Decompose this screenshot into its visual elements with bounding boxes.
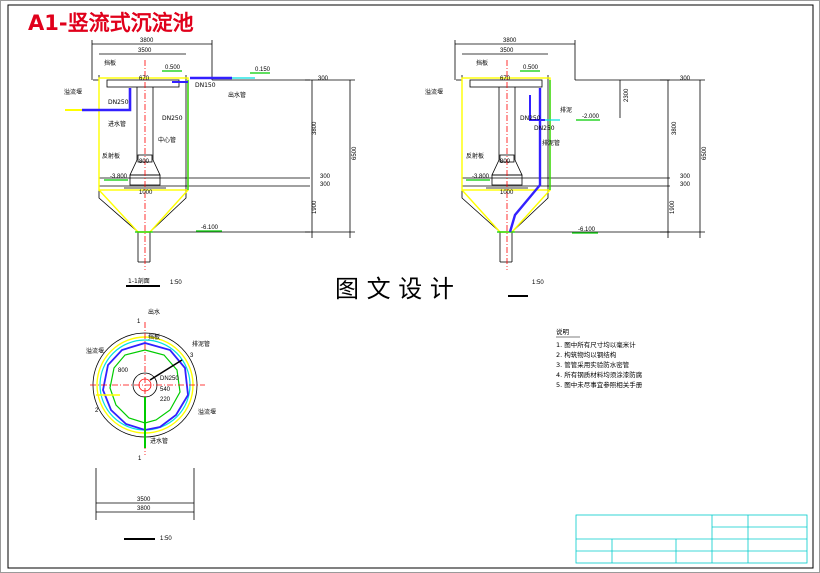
svg-text:300: 300: [320, 174, 331, 180]
svg-text:进水管: 进水管: [150, 437, 168, 445]
section-left: [91, 40, 355, 263]
plan-labels: 出水 挡板 排泥管 溢流堰 800 DN250 540 220 溢流堰 进水管 …: [86, 308, 216, 512]
svg-text:3800: 3800: [140, 38, 154, 44]
svg-text:0.500: 0.500: [165, 65, 181, 71]
svg-text:溢流堰: 溢流堰: [198, 408, 216, 416]
svg-text:1-1剖面: 1-1剖面: [128, 277, 150, 285]
svg-text:反射板: 反射板: [102, 152, 120, 160]
svg-text:-2.000: -2.000: [582, 114, 600, 120]
svg-text:-3.800: -3.800: [472, 174, 490, 180]
svg-text:3500: 3500: [137, 497, 151, 503]
design-text: 图 文 设 计: [335, 275, 454, 303]
svg-text:1: 1: [137, 319, 141, 325]
svg-text:溢流堰: 溢流堰: [64, 88, 82, 96]
svg-text:800: 800: [118, 368, 129, 374]
caption-left: 1-1剖面 1:50: [126, 277, 182, 287]
svg-text:-6.100: -6.100: [578, 227, 596, 233]
note-item: 2. 构筑物均以钢结构: [556, 350, 617, 359]
svg-text:3500: 3500: [500, 48, 514, 54]
svg-text:3500: 3500: [138, 48, 152, 54]
svg-text:670: 670: [500, 76, 511, 82]
svg-text:300: 300: [680, 174, 691, 180]
section-left-labels: 挡板 溢流堰 进水管 出水管 中心管 反射板 DN250 DN250 DN150…: [64, 38, 358, 232]
notes-block: 说明 1. 图中所有尺寸均以毫米计 2. 构筑物均以钢结构 3. 管管采用实验防…: [556, 327, 643, 389]
svg-text:1:50: 1:50: [160, 536, 172, 542]
svg-text:1:50: 1:50: [170, 280, 182, 286]
svg-text:DN250: DN250: [160, 376, 179, 382]
note-item: 5. 图中未尽事宜参照相关手册: [556, 380, 643, 389]
svg-text:2: 2: [95, 408, 99, 414]
svg-text:出水管: 出水管: [228, 91, 246, 99]
svg-text:1: 1: [138, 456, 142, 462]
svg-text:进水管: 进水管: [108, 120, 126, 128]
svg-text:挡板: 挡板: [148, 333, 160, 341]
svg-text:800: 800: [139, 159, 150, 165]
svg-text:300: 300: [680, 182, 691, 188]
svg-text:3: 3: [190, 353, 194, 359]
svg-text:0.500: 0.500: [523, 65, 539, 71]
svg-text:1000: 1000: [500, 190, 514, 196]
svg-text:-6.100: -6.100: [201, 225, 219, 231]
note-item: 3. 管管采用实验防水密管: [556, 360, 630, 369]
svg-text:中心管: 中心管: [158, 136, 176, 144]
svg-text:1900: 1900: [670, 200, 676, 214]
svg-text:排泥: 排泥: [560, 106, 572, 114]
svg-text:DN250: DN250: [108, 99, 129, 106]
svg-text:6500: 6500: [352, 146, 358, 160]
svg-text:3800: 3800: [312, 121, 318, 135]
inlet-pipe-left: [82, 88, 132, 112]
svg-text:300: 300: [320, 182, 331, 188]
section-right-labels: 挡板 溢流堰 排泥 排泥管 反射板 DN250 DN250 0.500 -2.0…: [425, 38, 708, 234]
svg-text:挡板: 挡板: [104, 59, 116, 67]
svg-text:溢流堰: 溢流堰: [425, 88, 443, 96]
svg-text:排泥管: 排泥管: [192, 340, 210, 348]
note-item: 4. 所有钢质材料均须涂漆防腐: [556, 370, 643, 379]
svg-text:540: 540: [160, 387, 171, 393]
svg-text:DN250: DN250: [162, 115, 183, 122]
svg-text:800: 800: [500, 159, 511, 165]
svg-text:6500: 6500: [702, 146, 708, 160]
plan-view: [90, 322, 205, 520]
svg-text:2300: 2300: [624, 88, 630, 102]
svg-text:反射板: 反射板: [466, 152, 484, 160]
svg-text:溢流堰: 溢流堰: [86, 347, 104, 355]
svg-text:3800: 3800: [137, 506, 151, 512]
sheet-border: [7, 4, 814, 569]
svg-text:DN150: DN150: [195, 82, 216, 89]
svg-text:1000: 1000: [139, 190, 153, 196]
svg-text:排泥管: 排泥管: [542, 139, 560, 147]
svg-text:1:50: 1:50: [532, 280, 544, 286]
svg-text:-3.800: -3.800: [110, 174, 128, 180]
svg-text:1900: 1900: [312, 200, 318, 214]
svg-text:挡板: 挡板: [476, 59, 488, 67]
title-block: [575, 514, 808, 564]
svg-text:3800: 3800: [672, 121, 678, 135]
caption-plan: 1:50: [124, 536, 172, 542]
svg-text:220: 220: [160, 397, 171, 403]
svg-text:出水: 出水: [148, 308, 160, 316]
drawing-title: A1-竖流式沉淀池: [28, 11, 194, 35]
caption-right: 1:50: [508, 280, 544, 297]
svg-text:DN250: DN250: [534, 125, 555, 132]
svg-text:0.150: 0.150: [255, 67, 271, 73]
svg-text:300: 300: [680, 76, 691, 82]
note-item: 1. 图中所有尺寸均以毫米计: [556, 340, 636, 349]
notes-heading: 说明: [556, 327, 570, 336]
sludge-pipe-right: [508, 88, 542, 233]
svg-text:670: 670: [139, 76, 150, 82]
svg-text:300: 300: [318, 76, 329, 82]
svg-text:DN250: DN250: [520, 115, 541, 122]
svg-text:3800: 3800: [503, 38, 517, 44]
